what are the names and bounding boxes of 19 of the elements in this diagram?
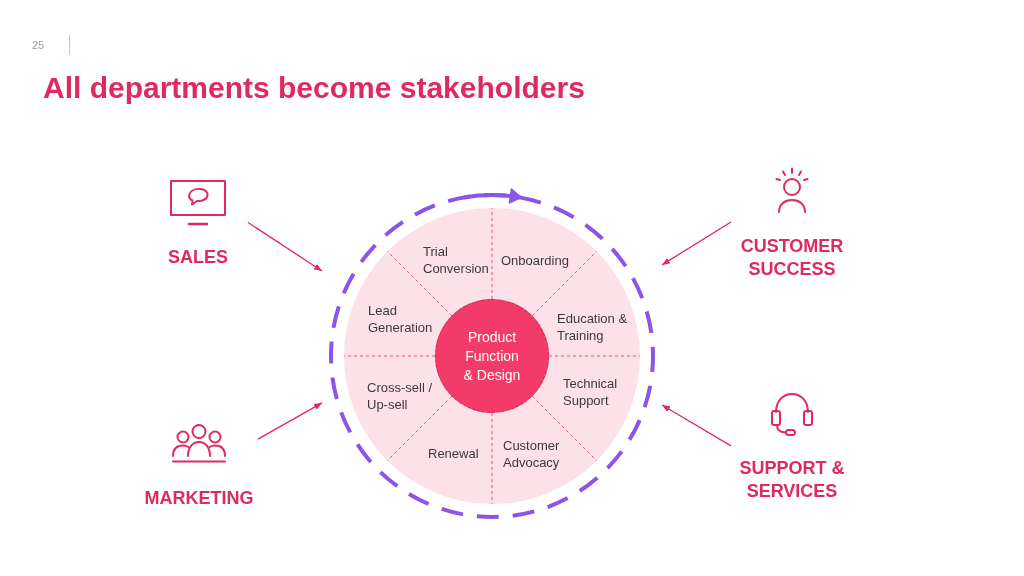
page-number: 25 [32,38,45,52]
segment-label: Onboarding [501,252,569,269]
segment-label: Trial Conversion [423,243,493,277]
arrow [247,221,323,272]
arrow [257,402,323,440]
segment-label: Education & Training [557,310,633,344]
department-label: SUPPORT & SERVICES [738,457,846,503]
hub-label: Product Function & Design [462,327,522,385]
department-label: SALES [168,246,228,269]
department-label: CUSTOMER SUCCESS [739,235,845,281]
segment-label: Technical Support [563,375,629,409]
segment-label: Customer Advocacy [503,437,569,471]
arrow [661,221,732,266]
arrow [661,404,732,447]
slide-title: All departments become stakeholders [43,70,585,106]
department-label: MARKETING [144,487,254,510]
segment-label: Lead Generation [368,302,436,336]
segment-label: Cross-sell / Up-sell [367,379,437,413]
segment-label: Renewal [428,445,479,462]
